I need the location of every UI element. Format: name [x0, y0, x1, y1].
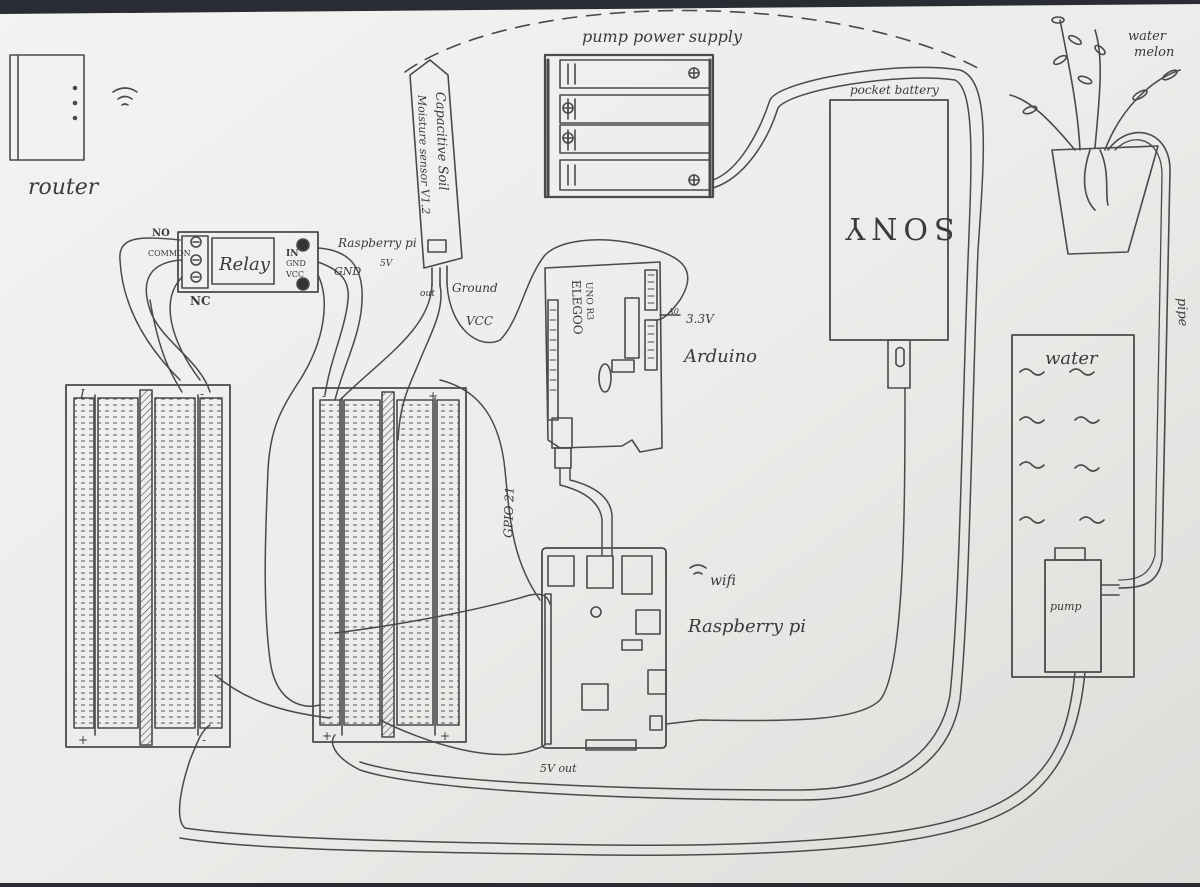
soil-moisture-sensor: [409, 59, 463, 287]
sony-logo-text: SONY: [839, 210, 954, 245]
sensor-vcc-label: VCC: [466, 314, 493, 328]
pi-wifi-icon: [689, 564, 707, 575]
pump: [1044, 547, 1120, 673]
arduino-header-pins: [549, 274, 655, 391]
gpio21-label: GPIO 21: [501, 486, 517, 538]
breadboard-right: [312, 387, 467, 743]
wifi-label: wifi: [710, 573, 736, 589]
gnd-relay-label: GND: [334, 265, 361, 278]
router-wifi-icon: [112, 87, 138, 106]
relay-common-label: COMMON: [148, 249, 191, 258]
pump-power-supply-label: pump power supply: [582, 27, 743, 46]
svg-text:+: +: [428, 389, 438, 403]
pipe-label: pipe: [1174, 298, 1190, 327]
svg-text:-: -: [202, 733, 206, 747]
relay-in-label: IN: [286, 249, 298, 259]
water-tank: [1011, 334, 1135, 678]
breadboard-polarity-marks: I - + - - + + +: [78, 387, 450, 747]
sensor-out-label: out: [420, 289, 435, 299]
raspberry-pi-board: [541, 547, 667, 751]
water-label: water: [1045, 348, 1099, 369]
sensor-ground-label: Ground: [452, 281, 498, 295]
capacitive-sensor-label-1: Capacitive Soil: [432, 92, 450, 191]
svg-text:+: +: [322, 729, 332, 743]
capacitive-sensor-label-2: Moisture sensor V1.2: [415, 94, 432, 215]
five-v-out-label: 5V out: [540, 762, 577, 775]
svg-text:+: +: [440, 729, 450, 743]
uno-r3-label: UNO R3: [583, 282, 594, 321]
wireless-link-dashed: [404, 9, 986, 73]
arduino-a0-label: A0: [667, 307, 679, 316]
five-v-relay-label: 5V: [380, 259, 394, 269]
relay-vcc-label: VCC: [285, 270, 304, 279]
pump-power-supply: [543, 53, 715, 199]
arduino-3v3-label: 3.3V: [686, 312, 715, 326]
elegoo-label: ELEGOO: [569, 280, 585, 335]
arduino-board: [544, 261, 663, 469]
svg-text:I: I: [79, 387, 85, 401]
wires: [119, 66, 1086, 856]
svg-text:-: -: [200, 387, 204, 401]
raspberry-pi-to-relay-label: Raspberry pi: [337, 236, 417, 250]
pipe: [1107, 131, 1171, 589]
router-label: router: [28, 175, 100, 200]
arduino-label: Arduino: [682, 346, 757, 367]
breadboard-left: [65, 384, 231, 748]
pump-label: pump: [1050, 600, 1082, 613]
relay-gnd-label: GND: [286, 259, 306, 268]
relay-no-label: NO: [152, 228, 170, 239]
pocket-battery: [829, 99, 949, 389]
battery-plus-icons: [562, 67, 700, 186]
router: [9, 54, 85, 161]
relay-label: Relay: [218, 254, 271, 275]
water-melon-label-line1: water: [1128, 29, 1167, 44]
relay-nc-label: NC: [190, 294, 211, 308]
pocket-battery-label: pocket battery: [850, 83, 939, 97]
svg-text:+: +: [78, 733, 88, 747]
watermelon-plant: [1009, 16, 1181, 255]
water-melon-label-line2: melon: [1134, 45, 1174, 60]
raspberry-pi-label: Raspberry pi: [687, 616, 806, 637]
svg-text:-: -: [322, 389, 326, 403]
